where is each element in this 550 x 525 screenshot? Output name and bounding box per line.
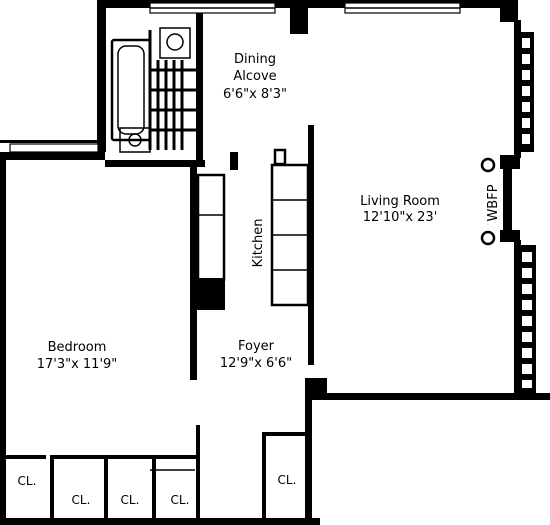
dining-dims: 6'6"x 8'3": [223, 87, 287, 102]
living-room-label: Living Room: [360, 194, 440, 209]
closet-label: CL.: [18, 474, 37, 488]
fireplace-sconces: [480, 157, 496, 246]
closet-label: CL.: [278, 473, 297, 487]
closet-label: CL.: [171, 493, 190, 507]
kitchen-counters: [196, 148, 310, 307]
foyer-dims: 12'9"x 6'6": [220, 356, 292, 371]
top-windows: [149, 2, 461, 14]
fireplace-label: WBFP: [486, 184, 501, 221]
right-windows-upper: [518, 32, 534, 152]
closet-label: CL.: [121, 493, 140, 507]
right-windows-lower: [518, 245, 536, 395]
bedroom-dims: 17'3"x 11'9": [37, 357, 118, 372]
dining-label-2: Alcove: [233, 69, 276, 84]
bedroom-label: Bedroom: [48, 340, 107, 355]
dining-label: Dining: [234, 52, 276, 67]
closet-walls: [6, 425, 308, 525]
bedroom-window: [9, 143, 99, 153]
kitchen-label: Kitchen: [251, 219, 266, 268]
foyer-label: Foyer: [238, 339, 275, 354]
living-room-dims: 12'10"x 23': [363, 210, 438, 225]
closet-label: CL.: [72, 493, 91, 507]
bathroom: [110, 27, 196, 153]
